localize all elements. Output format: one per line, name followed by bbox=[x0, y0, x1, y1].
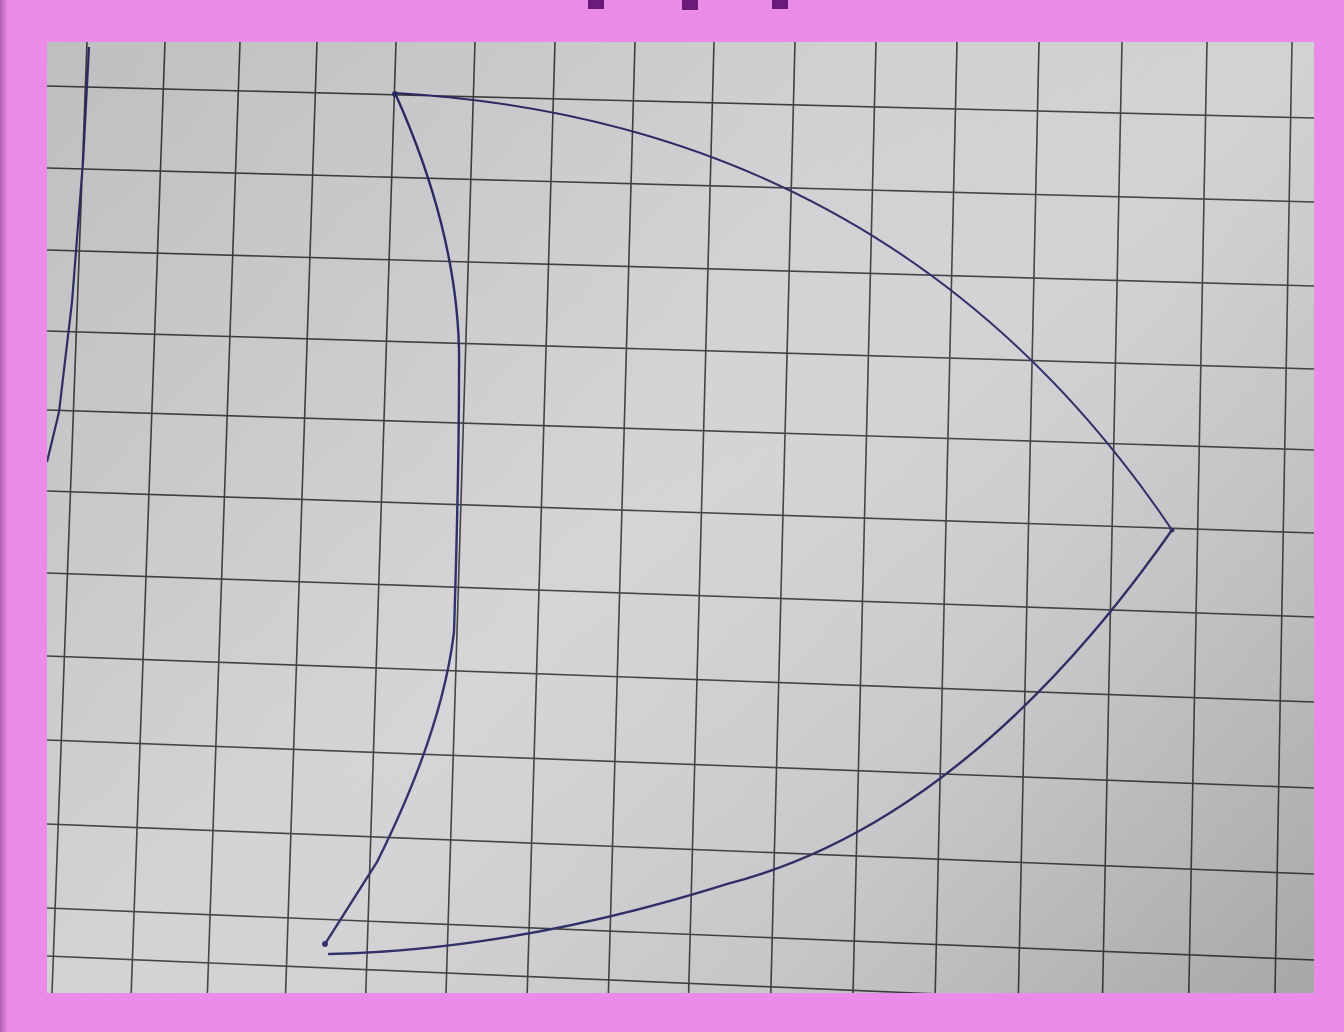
photo-lighting-overlay bbox=[47, 42, 1314, 993]
grid-paper-drawing bbox=[47, 42, 1314, 993]
grid-paper-photo bbox=[47, 42, 1314, 993]
top-mark-2 bbox=[682, 0, 698, 10]
frame-left-edge bbox=[0, 0, 8, 1032]
top-mark-1 bbox=[588, 0, 604, 9]
top-edge-marks bbox=[588, 0, 788, 10]
top-mark-3 bbox=[772, 0, 788, 9]
